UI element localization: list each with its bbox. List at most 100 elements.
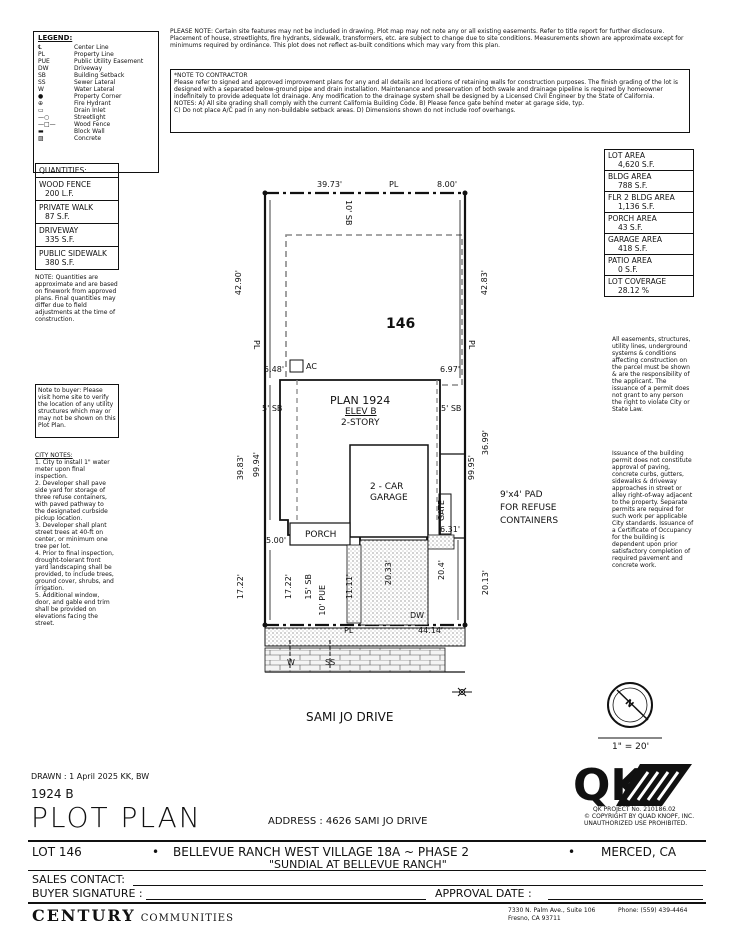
elevation: ELEV B: [345, 407, 377, 417]
legend-label: Streetlight: [74, 114, 106, 121]
contractor-notes-2: C) Do not place A/C pad in any non-build…: [174, 107, 516, 114]
dim-9995: 99.95': [467, 455, 476, 481]
legend-symbol-icon: SS: [38, 79, 46, 86]
plan-code: 1924 B: [31, 787, 74, 801]
easement-note: All easements, structures, utility lines…: [612, 336, 691, 413]
area-label: FLR 2 BLDG AREA: [608, 193, 675, 202]
quantity-label: PUBLIC SIDEWALK: [39, 249, 107, 258]
legend-label: Block Wall: [74, 128, 105, 135]
legend-item: ▨Concrete: [38, 135, 154, 142]
gate-label: GATE: [437, 500, 446, 521]
legend-symbol-icon: ▨: [38, 135, 44, 142]
legend-label: Property Corner: [74, 93, 122, 100]
sales-contact-field[interactable]: [133, 884, 703, 886]
legend-item: PL Property Line: [38, 51, 154, 58]
city-notes: CITY NOTES: 1. City to install 1" water …: [35, 452, 115, 627]
legend-label: Building Setback: [74, 72, 125, 79]
legend-symbol-icon: PL: [38, 51, 45, 58]
dim-driveway-label: DW: [410, 611, 425, 620]
title-subtitle: "SUNDIAL AT BELLEVUE RANCH": [269, 858, 447, 871]
quantity-value: 335 S.F.: [45, 235, 75, 244]
property-corner-markers: [262, 190, 468, 628]
city-note-item: 5. Additional window, door, and gable en…: [35, 592, 110, 627]
area-label: BLDG AREA: [608, 172, 652, 181]
refuse-pad-label-2: FOR REFUSE: [500, 503, 557, 513]
dim-631: 6.31': [440, 525, 461, 534]
city-note-item: 3. Developer shall plant street trees at…: [35, 522, 108, 550]
legend-item: SB Building Setback: [38, 72, 154, 79]
streetlight-icon: [452, 687, 472, 697]
legend-label: Sewer Lateral: [74, 79, 116, 86]
dim-1111: 11.11': [345, 574, 354, 600]
scale-label: 1" = 20': [612, 742, 650, 752]
qk-unauthorized: UNAUTHORIZED USE PROHIBITED.: [584, 820, 688, 827]
area-value: 788 S.F.: [618, 181, 648, 190]
dim-right-side: 42.83': [480, 270, 489, 296]
city-note-item: 2. Developer shall pave side yard for st…: [35, 480, 108, 522]
qk-project-number: QK PROJECT No. 210186.02: [593, 806, 676, 813]
dim-top-left: 39.73': [317, 180, 343, 189]
legend-item: ● Property Corner: [38, 93, 154, 100]
porch-footprint: [289, 522, 351, 546]
legend-label: Property Line: [74, 51, 114, 58]
dim-15-sb: 15' SB: [304, 574, 313, 600]
permit-note: Issuance of the building permit does not…: [612, 450, 694, 569]
legend-label: Wood Fence: [74, 121, 111, 128]
area-value: 4,620 S.F.: [618, 160, 655, 169]
sewer-lateral-label: SS: [325, 658, 336, 667]
area-value: 0 S.F.: [618, 265, 638, 274]
legend-item: —□— Wood Fence: [38, 121, 154, 128]
approval-date-label: APPROVAL DATE :: [435, 887, 532, 900]
street-name: SAMI JO DRIVE: [306, 710, 394, 724]
dim-top-right: 8.00': [437, 180, 458, 189]
refuse-pad-label-1: 9'x4' PAD: [500, 490, 543, 500]
quantity-value: 200 L.F.: [45, 189, 74, 198]
legend-symbol-icon: SB: [38, 72, 46, 79]
legend-label: Water Lateral: [74, 86, 115, 93]
legend-symbol-icon: ℄: [38, 44, 42, 51]
refuse-pad-label-3: CONTAINERS: [500, 516, 559, 526]
contractor-note-body: Please refer to signed and approved impr…: [174, 79, 679, 100]
dim-204: 20.4': [437, 560, 446, 581]
area-label: PATIO AREA: [608, 256, 652, 265]
contractor-note-box: *NOTE TO CONTRACTOR Please refer to sign…: [170, 69, 690, 133]
dim-1722-b: 17.22': [284, 574, 293, 600]
refuse-pad: [438, 493, 452, 535]
legend-symbol-icon: —□—: [38, 121, 56, 128]
pl-front-label: PL: [344, 626, 354, 635]
buyer-signature-field[interactable]: [146, 898, 426, 900]
approval-date-field[interactable]: [548, 898, 703, 900]
city-note-item: 4. Prior to final inspection, drought-to…: [35, 550, 114, 592]
dim-9994: 99.94': [252, 452, 261, 478]
dim-right-697: 6.97': [440, 365, 461, 374]
legend-label: Center Line: [74, 44, 109, 51]
qk-logo-icon: QK: [573, 760, 692, 811]
legend-label: Drain Inlet: [74, 107, 106, 114]
quantities-title: QUANTITIES:: [35, 163, 119, 177]
private-walk: [346, 544, 362, 624]
contractor-notes-1: NOTES: A) All site grading shall comply …: [174, 100, 584, 107]
area-label: PORCH AREA: [608, 214, 657, 223]
water-lateral-label: W: [287, 658, 295, 667]
area-label: LOT COVERAGE: [608, 277, 667, 286]
lot-number: 146: [386, 316, 416, 332]
legend-item: ℄ Center Line: [38, 44, 154, 51]
legend-symbol-icon: ●: [38, 93, 44, 100]
garage-footprint: [349, 444, 429, 538]
public-sidewalk: [264, 627, 466, 647]
title-block: LOT 146 • BELLEVUE RANCH WEST VILLAGE 18…: [28, 840, 706, 930]
legend-symbol-icon: ▭: [38, 107, 44, 114]
company-logo: CENTURY COMMUNITIES: [32, 906, 234, 925]
quantities-note: NOTE: Quantities are approximate and are…: [35, 274, 118, 323]
